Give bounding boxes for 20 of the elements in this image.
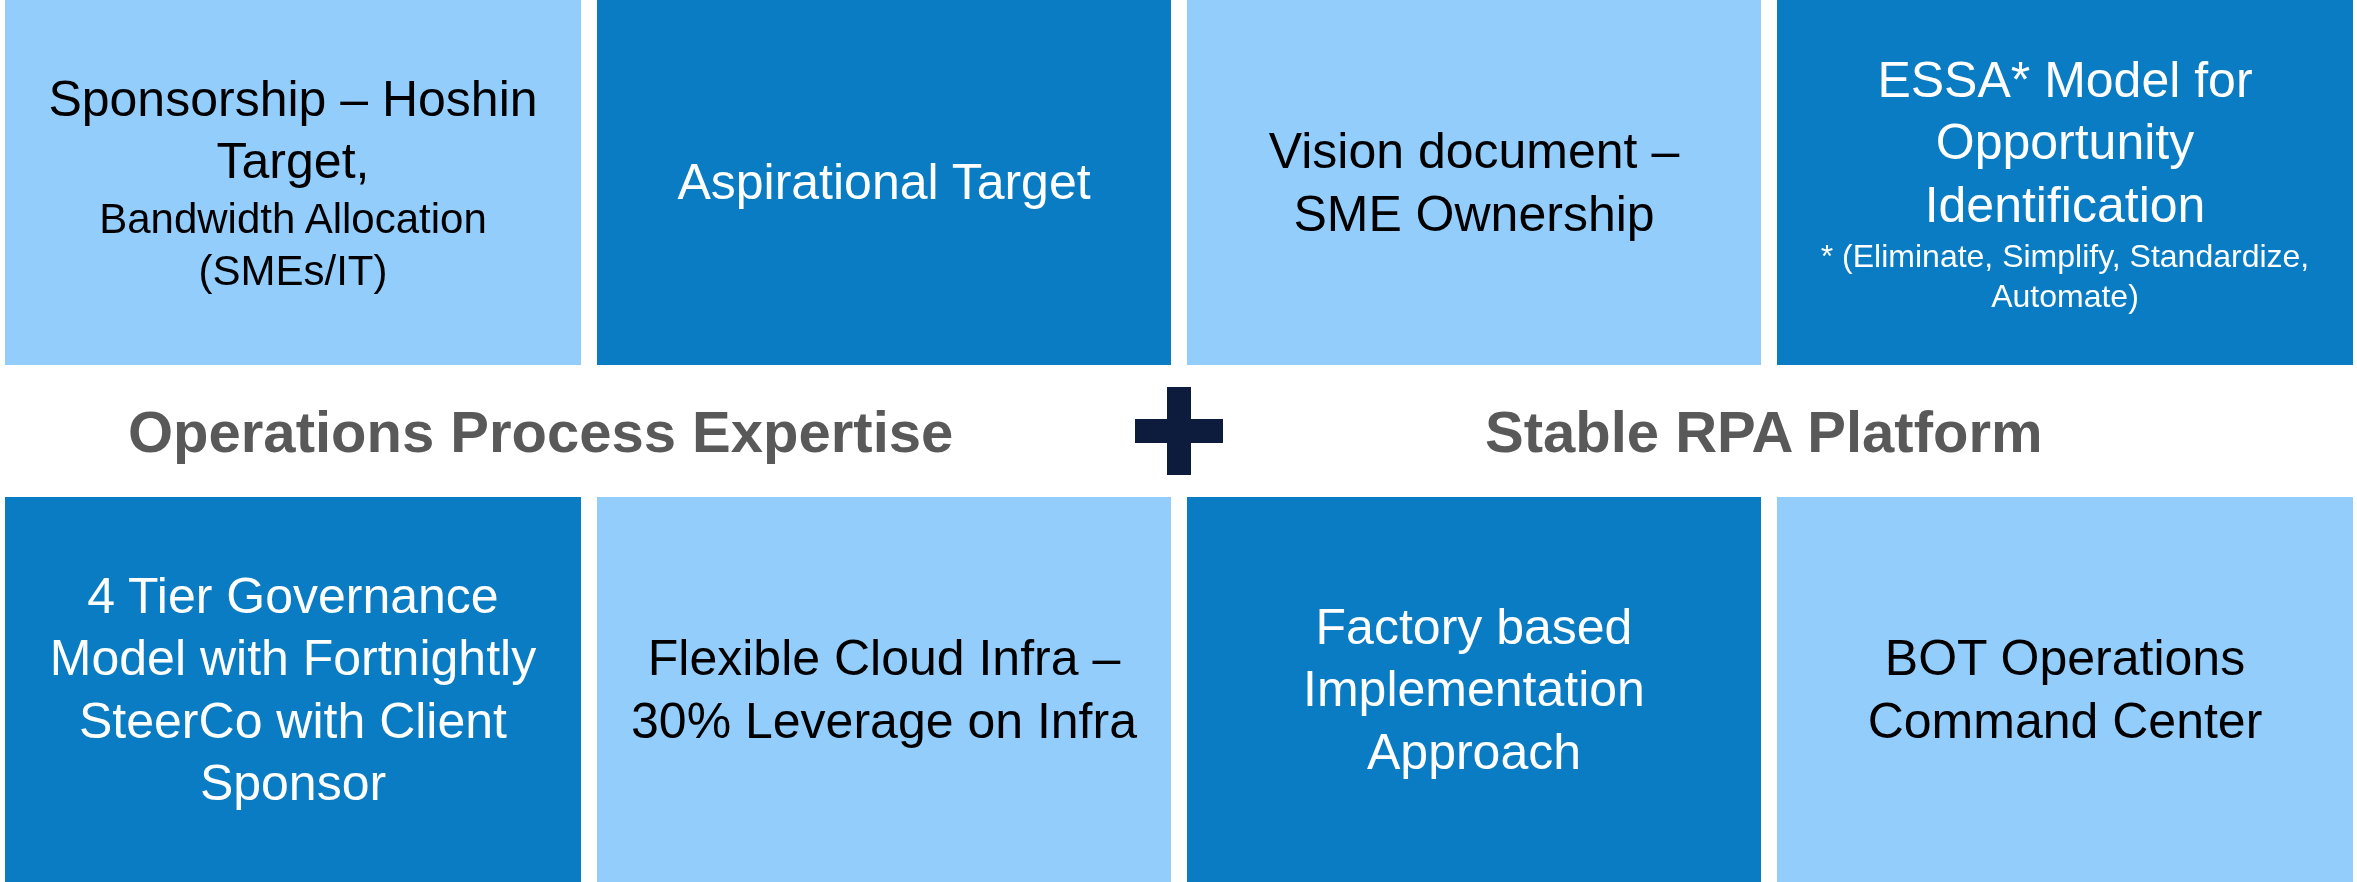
tile-text: BOT Operations Command Center [1866, 629, 2264, 751]
tile-text: ESSA* Model for Opportunity Identification [1876, 50, 2254, 235]
section-heading: Operations Process Expertise [128, 398, 954, 465]
info-tile [597, 0, 1171, 365]
info-tile [1187, 497, 1761, 882]
tile-text: Sponsorship – Hoshin Target, [47, 69, 539, 191]
info-tile [1187, 0, 1761, 365]
info-tile [597, 497, 1171, 882]
tile-text: Vision document – SME Ownership [1267, 122, 1681, 244]
info-tile [1777, 0, 2353, 365]
info-tile [5, 0, 581, 365]
tile-note: Bandwidth Allocation (SMEs/IT) [98, 193, 488, 296]
tile-text: Factory based Implementation Approach [1302, 597, 1646, 782]
section-heading: Stable RPA Platform [1485, 398, 2043, 465]
tile-text: Flexible Cloud Infra – 30% Leverage on Infra [630, 629, 1138, 751]
tile-note: * (Eliminate, Simplify, Standardize, Automate) [1819, 237, 2311, 317]
tile-text: 4 Tier Governance Model with Fortnightly SteerCo with Client Sponsor [48, 566, 538, 813]
tile-text: Aspirational Target [677, 153, 1091, 213]
info-tile [5, 497, 581, 882]
info-tile [1777, 497, 2353, 882]
